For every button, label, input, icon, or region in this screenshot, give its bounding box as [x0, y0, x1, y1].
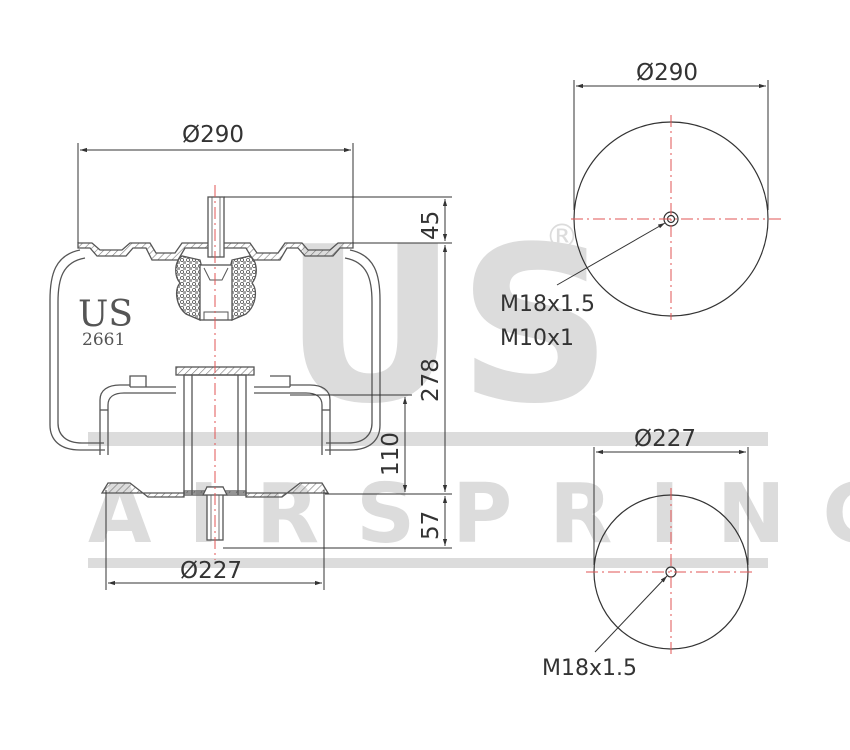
top-diameter-label: Ø290 — [182, 122, 244, 148]
bottom-view-diameter-label: Ø227 — [634, 426, 696, 452]
bottom-view-leader — [594, 575, 668, 653]
bellow-outer — [49, 249, 381, 451]
piston-body — [99, 384, 331, 455]
watermark-band-top — [88, 432, 768, 446]
watermark: US ® AIRSPRING — [88, 200, 850, 568]
watermark-band-bottom — [88, 558, 768, 568]
bottom-stud-height-label: 57 — [418, 511, 444, 540]
watermark-airspring: AIRSPRING — [88, 467, 850, 562]
top-view-thread-1: M18x1.5 — [500, 292, 595, 317]
watermark-registered-mark: ® — [545, 217, 579, 257]
logo-part-number: 2661 — [82, 330, 125, 350]
top-view-thread-2: M10x1 — [500, 326, 574, 351]
top-stud — [207, 196, 225, 258]
piston-bottom-plate — [100, 482, 330, 498]
top-bead-plate — [77, 242, 354, 261]
side-view-dimensions — [77, 143, 452, 590]
watermark-us: US — [283, 200, 612, 451]
piston-height-label: 110 — [378, 432, 404, 476]
top-stud-height-label: 45 — [418, 211, 444, 240]
top-view-leader — [556, 222, 666, 286]
bottom-diameter-label: Ø227 — [180, 558, 242, 584]
bottom-view-centerlines — [586, 488, 756, 657]
logo-us: US — [78, 294, 133, 335]
top-view-diameter-label: Ø290 — [636, 60, 698, 86]
bellow-inner — [57, 257, 373, 444]
bottom-view-thread: M18x1.5 — [542, 656, 637, 681]
top-view-centerlines — [571, 115, 781, 320]
total-height-label: 278 — [418, 358, 444, 402]
bump-stop — [175, 255, 257, 321]
